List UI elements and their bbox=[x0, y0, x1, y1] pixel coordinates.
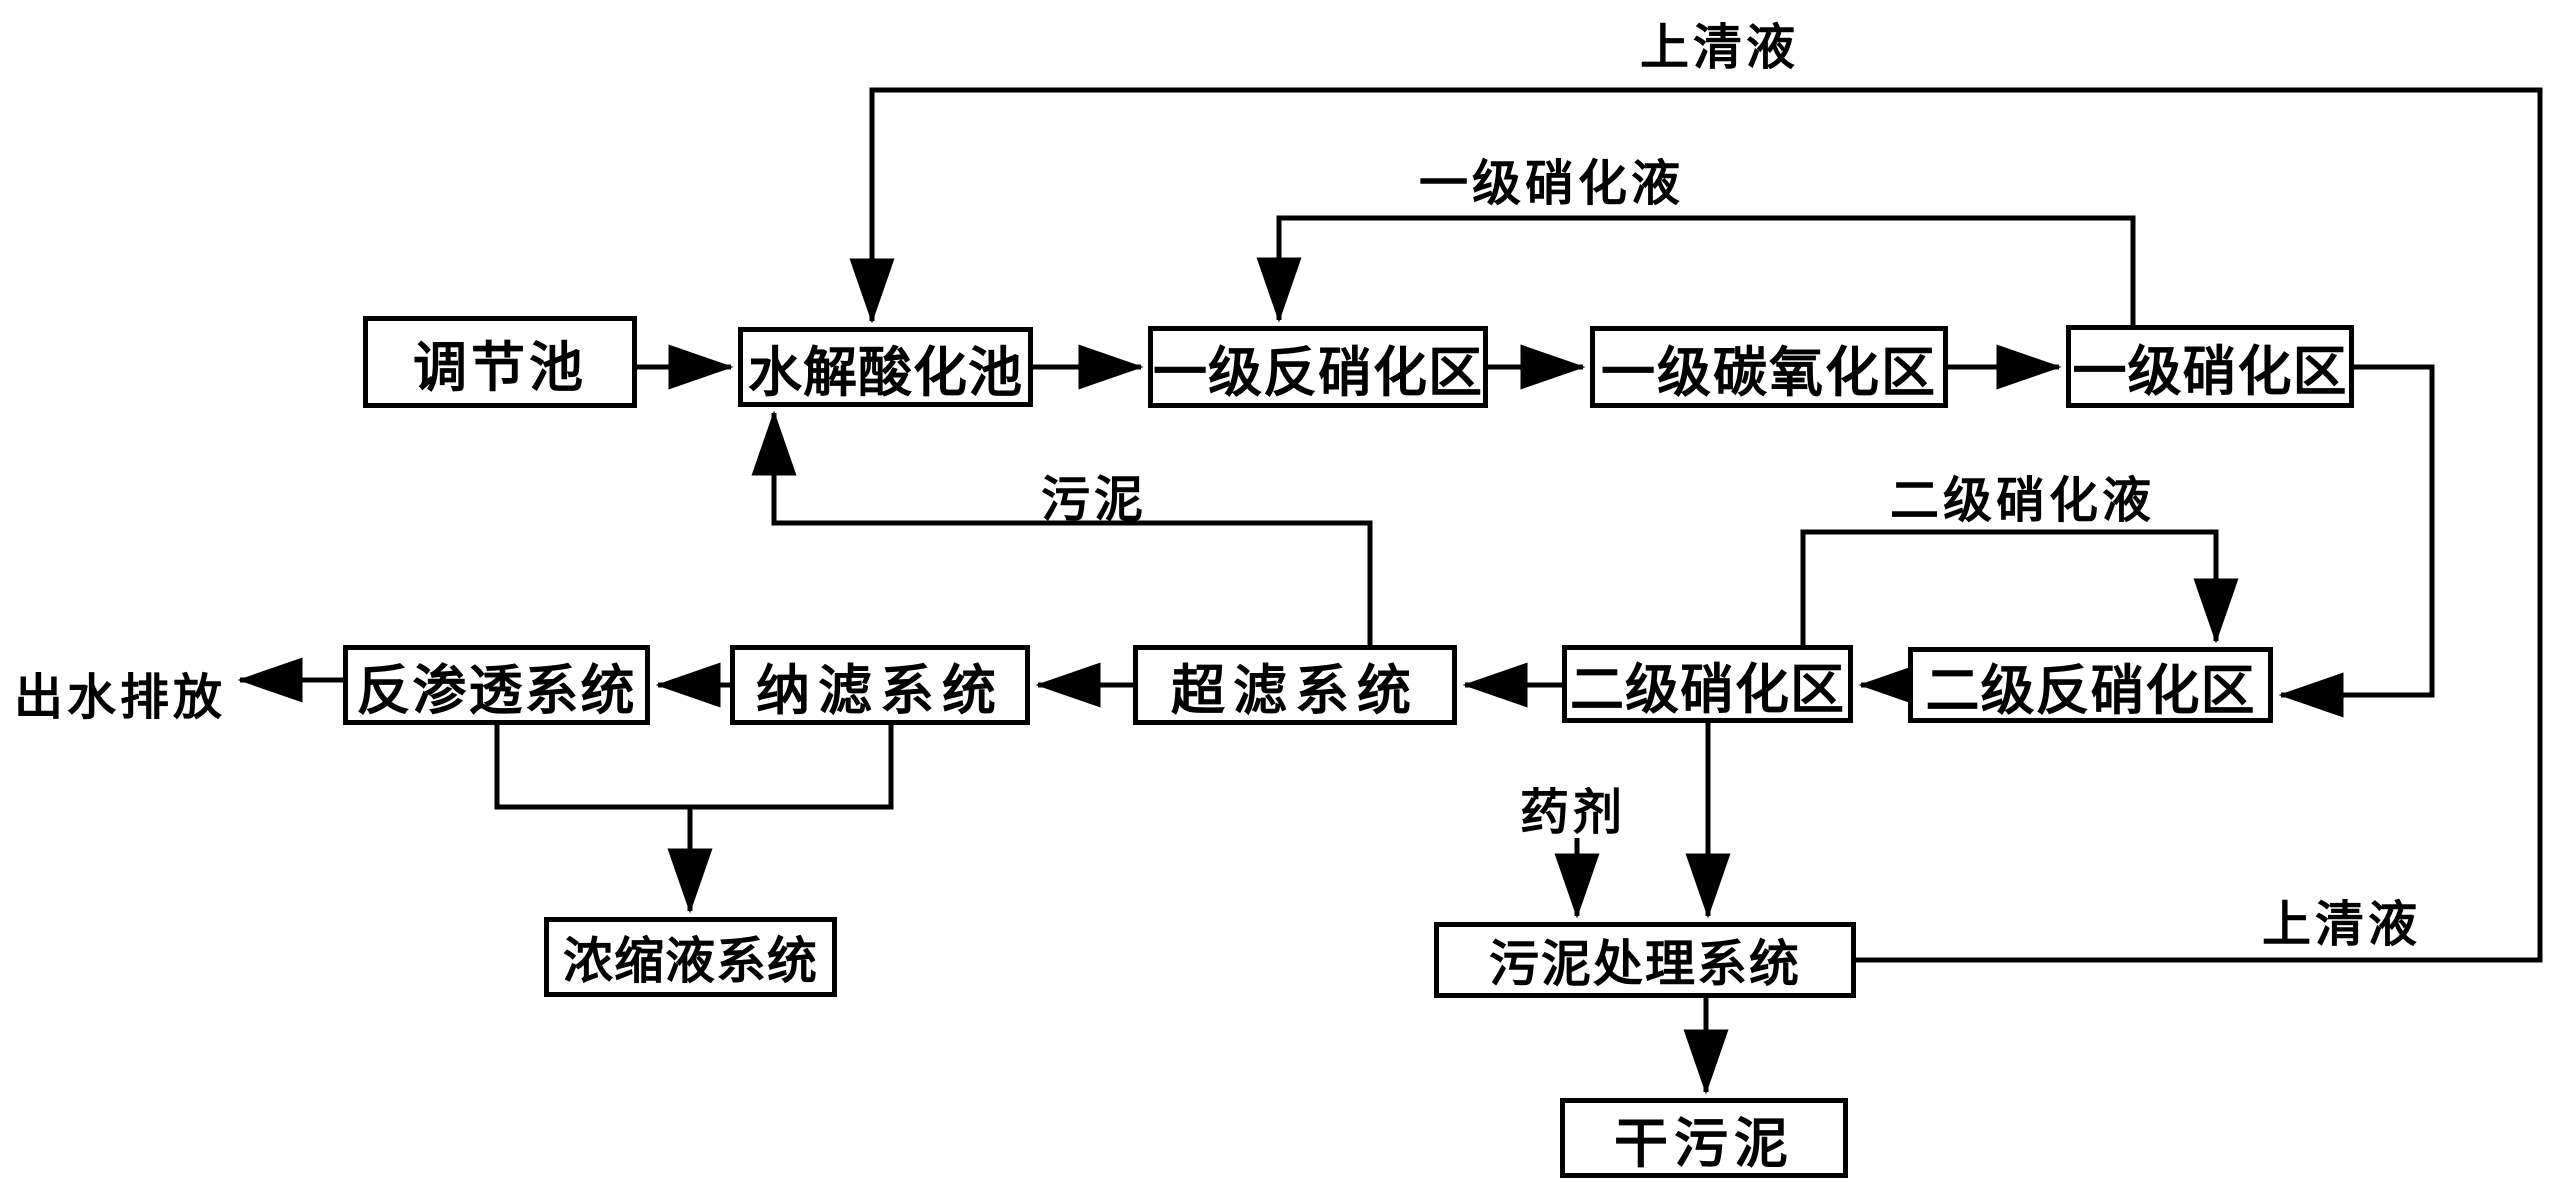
node-stage1-carbon-oxidation: 一级碳氧化区 bbox=[1590, 326, 1948, 408]
node-nanofiltration: 纳滤系统 bbox=[730, 645, 1030, 725]
node-sludge-treatment-system: 污泥处理系统 bbox=[1434, 922, 1856, 998]
edge-stage1-to-stage2-denitrification bbox=[2278, 364, 2435, 718]
node-stage1-nitrification: 一级硝化区 bbox=[2066, 325, 2354, 408]
node-reverse-osmosis: 反渗透系统 bbox=[343, 645, 650, 725]
label-effluent-discharge: 出水排放 bbox=[14, 671, 227, 725]
node-hydrolysis-acidification: 水解酸化池 bbox=[738, 327, 1033, 407]
label-stage1-nitrified-liquor: 一级硝化液 bbox=[1419, 157, 1685, 211]
edge-supernatant-loop bbox=[849, 87, 2543, 963]
node-ultrafiltration: 超滤系统 bbox=[1133, 645, 1457, 725]
label-sludge-return: 污泥 bbox=[1041, 473, 1148, 527]
node-stage2-denitrification: 二级反硝化区 bbox=[1908, 647, 2273, 723]
label-supernatant-top: 上清液 bbox=[1640, 21, 1800, 75]
label-supernatant-bottom: 上清液 bbox=[2262, 898, 2422, 952]
edge-sludge-return bbox=[751, 410, 1373, 645]
label-chemical-agent: 药剂 bbox=[1520, 786, 1627, 840]
edge-concentrate-collector bbox=[494, 724, 894, 810]
node-stage2-nitrification: 二级硝化区 bbox=[1562, 645, 1853, 723]
node-regulating-tank: 调节池 bbox=[363, 316, 637, 408]
label-stage2-nitrified-liquor: 二级硝化液 bbox=[1890, 474, 2156, 528]
edge-stage2-nitrified-liquor-recycle bbox=[1800, 529, 2239, 645]
edge-stage1-nitrified-liquor-recycle bbox=[1256, 215, 2136, 325]
node-stage1-denitrification: 一级反硝化区 bbox=[1148, 326, 1488, 408]
node-dry-sludge: 干污泥 bbox=[1560, 1098, 1848, 1178]
node-concentrate-system: 浓缩液系统 bbox=[544, 917, 837, 997]
